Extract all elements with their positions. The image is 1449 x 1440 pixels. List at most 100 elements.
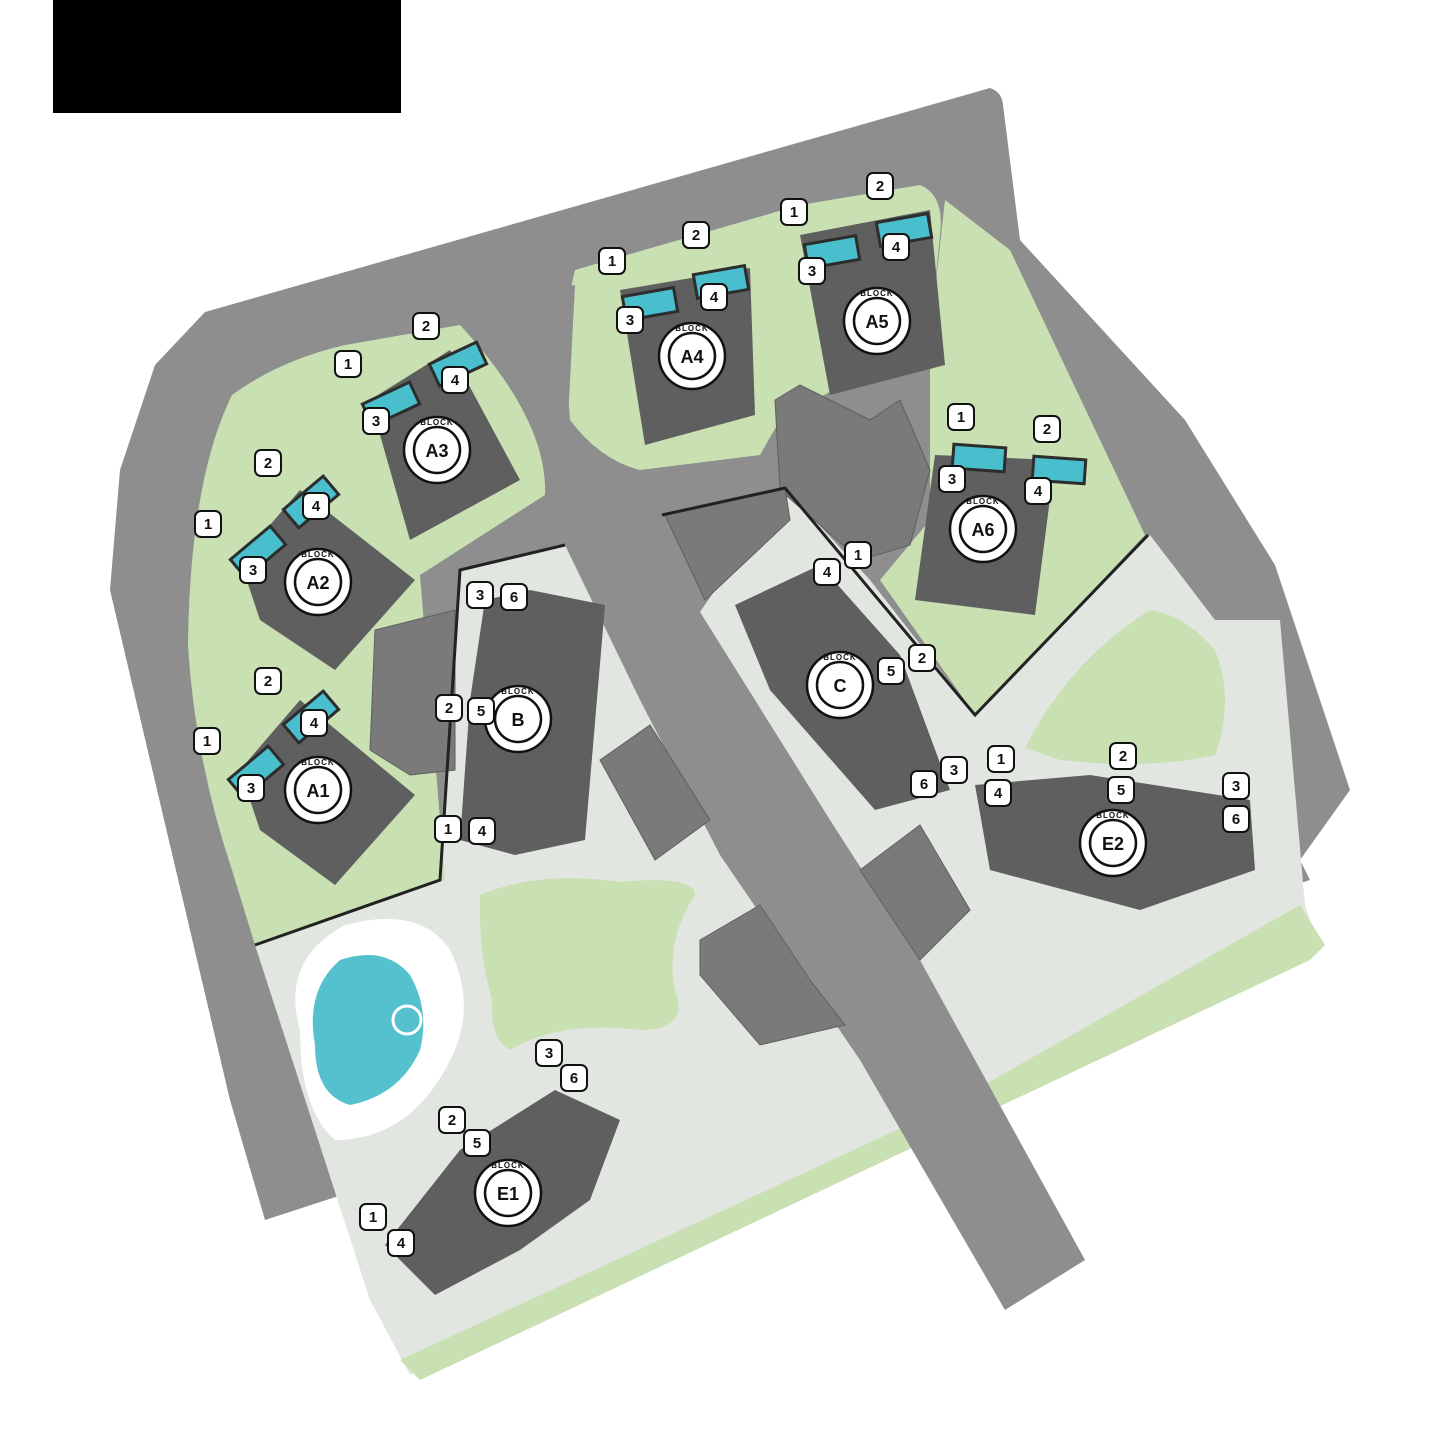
- unit-b-5[interactable]: 5: [467, 697, 495, 725]
- unit-number: 2: [448, 1112, 456, 1129]
- unit-number: 6: [570, 1070, 578, 1087]
- unit-a1-3[interactable]: 3: [237, 774, 265, 802]
- unit-number: 5: [477, 703, 485, 720]
- block-marker-e1[interactable]: BLOCK E1: [473, 1158, 543, 1228]
- unit-number: 4: [478, 823, 487, 840]
- unit-number: 2: [445, 700, 453, 717]
- unit-c-1[interactable]: 1: [844, 541, 872, 569]
- unit-a3-1[interactable]: 1: [334, 350, 362, 378]
- unit-a6-3[interactable]: 3: [938, 465, 966, 493]
- block-id-label: A5: [865, 312, 888, 332]
- unit-a6-4[interactable]: 4: [1024, 477, 1052, 505]
- block-marker-c[interactable]: BLOCK C: [805, 650, 875, 720]
- unit-b-2[interactable]: 2: [435, 694, 463, 722]
- block-caption: BLOCK: [491, 1161, 524, 1170]
- unit-a3-4[interactable]: 4: [441, 366, 469, 394]
- unit-b-3[interactable]: 3: [466, 581, 494, 609]
- unit-number: 2: [264, 673, 272, 690]
- unit-a5-2[interactable]: 2: [866, 172, 894, 200]
- unit-e1-4[interactable]: 4: [387, 1229, 415, 1257]
- lawn-island-center: [479, 878, 695, 1050]
- block-id-label: B: [512, 710, 525, 730]
- unit-a5-1[interactable]: 1: [780, 198, 808, 226]
- unit-number: 3: [249, 562, 257, 579]
- unit-number: 2: [1119, 748, 1127, 765]
- unit-a1-2[interactable]: 2: [254, 667, 282, 695]
- lawn-island-east: [1025, 610, 1225, 764]
- unit-a2-3[interactable]: 3: [239, 556, 267, 584]
- block-caption: BLOCK: [301, 758, 334, 767]
- unit-number: 2: [918, 650, 926, 667]
- unit-c-5[interactable]: 5: [877, 657, 905, 685]
- unit-e2-6[interactable]: 6: [1222, 805, 1250, 833]
- unit-e1-5[interactable]: 5: [463, 1129, 491, 1157]
- unit-number: 6: [510, 589, 518, 606]
- unit-badges-layer: 1234123412341234123412341234561234561234…: [193, 172, 1250, 1257]
- unit-b-1[interactable]: 1: [434, 815, 462, 843]
- unit-a5-3[interactable]: 3: [798, 257, 826, 285]
- unit-c-6[interactable]: 6: [910, 770, 938, 798]
- block-marker-a1[interactable]: BLOCK A1: [283, 755, 353, 825]
- block-caption: BLOCK: [301, 550, 334, 559]
- unit-number: 2: [1043, 421, 1051, 438]
- block-id-label: A2: [306, 573, 329, 593]
- unit-a3-3[interactable]: 3: [362, 407, 390, 435]
- unit-e2-3[interactable]: 3: [1222, 772, 1250, 800]
- unit-e2-4[interactable]: 4: [984, 779, 1012, 807]
- block-id-label: E2: [1102, 834, 1124, 854]
- unit-number: 1: [204, 516, 212, 533]
- block-caption: BLOCK: [675, 324, 708, 333]
- unit-e1-3[interactable]: 3: [535, 1039, 563, 1067]
- unit-number: 1: [369, 1209, 377, 1226]
- block-caption: BLOCK: [823, 653, 856, 662]
- unit-b-6[interactable]: 6: [500, 583, 528, 611]
- block-markers-layer: BLOCKA1BLOCKA2BLOCKA3BLOCKA4BLOCKA5BLOCK…: [283, 286, 1148, 1228]
- unit-a1-1[interactable]: 1: [193, 727, 221, 755]
- unit-a2-4[interactable]: 4: [302, 492, 330, 520]
- unit-a6-2[interactable]: 2: [1033, 415, 1061, 443]
- unit-a2-2[interactable]: 2: [254, 449, 282, 477]
- block-caption: BLOCK: [420, 418, 453, 427]
- unit-a4-2[interactable]: 2: [682, 221, 710, 249]
- unit-number: 4: [892, 239, 901, 256]
- block-marker-a4[interactable]: BLOCK A4: [657, 321, 727, 391]
- block-marker-a2[interactable]: BLOCK A2: [283, 547, 353, 617]
- unit-c-3[interactable]: 3: [940, 756, 968, 784]
- unit-a5-4[interactable]: 4: [882, 233, 910, 261]
- unit-a4-4[interactable]: 4: [700, 283, 728, 311]
- unit-number: 4: [312, 498, 321, 515]
- unit-number: 1: [997, 751, 1005, 768]
- unit-e1-6[interactable]: 6: [560, 1064, 588, 1092]
- block-id-label: C: [834, 676, 847, 696]
- header-bar: [53, 0, 401, 113]
- road-north-connector: [505, 285, 575, 300]
- unit-number: 5: [887, 663, 895, 680]
- unit-a6-1[interactable]: 1: [947, 403, 975, 431]
- swimming-pool-icon: [295, 918, 464, 1140]
- unit-c-4[interactable]: 4: [813, 558, 841, 586]
- unit-number: 3: [1232, 778, 1240, 795]
- block-id-label: E1: [497, 1184, 519, 1204]
- unit-b-4[interactable]: 4: [468, 817, 496, 845]
- unit-number: 1: [344, 356, 352, 373]
- unit-number: 1: [444, 821, 452, 838]
- unit-a1-4[interactable]: 4: [300, 709, 328, 737]
- unit-e2-1[interactable]: 1: [987, 745, 1015, 773]
- unit-number: 3: [808, 263, 816, 280]
- unit-e1-1[interactable]: 1: [359, 1203, 387, 1231]
- block-id-label: A1: [306, 781, 329, 801]
- unit-e2-5[interactable]: 5: [1107, 776, 1135, 804]
- block-id-label: A4: [680, 347, 703, 367]
- unit-a3-2[interactable]: 2: [412, 312, 440, 340]
- unit-e1-2[interactable]: 2: [438, 1106, 466, 1134]
- unit-a2-1[interactable]: 1: [194, 510, 222, 538]
- unit-a4-3[interactable]: 3: [616, 306, 644, 334]
- unit-c-2[interactable]: 2: [908, 644, 936, 672]
- unit-e2-2[interactable]: 2: [1109, 742, 1137, 770]
- unit-a4-1[interactable]: 1: [598, 247, 626, 275]
